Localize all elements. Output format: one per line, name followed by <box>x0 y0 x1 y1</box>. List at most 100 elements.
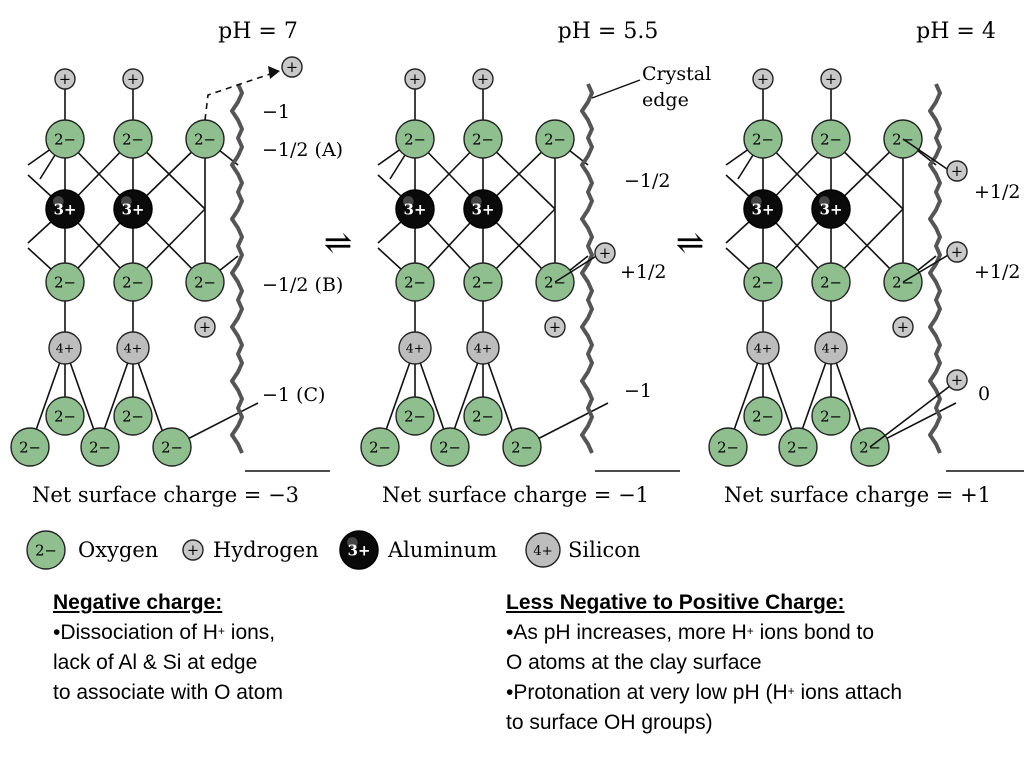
aluminum-symbol: 3+ <box>472 201 495 218</box>
oxygen-atom-body <box>10 427 50 467</box>
oxygen-atom-body <box>185 262 225 302</box>
crystal-edge-line <box>580 83 594 454</box>
hydrogen-atom-body <box>946 160 968 182</box>
legend-label: Silicon <box>568 538 640 562</box>
legend-aluminum-icon: 3+ <box>339 530 379 570</box>
oxygen-symbol: 2− <box>404 408 426 425</box>
dissociation-arrowhead <box>268 66 280 79</box>
hydrogen-atom-body <box>182 539 204 561</box>
oxygen-atom: 2− <box>463 396 503 436</box>
panel-3: ++2−2−2−3+3+2−2−2−4+4+2−2−2−2−2−+pH = 4+… <box>708 19 1024 507</box>
aluminum-highlight <box>403 196 414 207</box>
ph-label: pH = 7 <box>218 19 298 44</box>
hydrogen-atom: + <box>404 68 426 90</box>
legend-label: Aluminum <box>387 538 497 562</box>
oxygen-atom-body <box>463 262 503 302</box>
oxygen-atom: 2− <box>463 119 503 159</box>
caption-right-line1-end: ions bond to <box>753 621 875 644</box>
charge-label-b: +1/2 <box>620 261 667 283</box>
oxygen-atom-body <box>535 119 575 159</box>
silicon-atom-body <box>398 331 432 365</box>
oxygen-atom-body <box>743 396 783 436</box>
oxygen-atom-body <box>45 119 85 159</box>
oxygen-symbol: 2− <box>820 274 842 291</box>
oxygen-atom-body <box>113 119 153 159</box>
oxygen-atom: 2− <box>360 427 400 467</box>
oxygen-atom: 2− <box>502 427 542 467</box>
oxygen-atom: 2− <box>45 396 85 436</box>
caption-right-line1-sup: + <box>746 624 754 638</box>
silicon-atom-body <box>466 331 500 365</box>
oxygen-symbol: 2− <box>439 439 461 456</box>
silicon-atom-body <box>48 331 82 365</box>
caption-right-line1: •As pH increases, more H+ ions bond to <box>506 618 902 648</box>
oxygen-atom: 2− <box>708 427 748 467</box>
charge-label-c: −1 <box>624 380 652 402</box>
oxygen-symbol: 2− <box>122 131 144 148</box>
silicon-symbol: 4+ <box>56 340 74 355</box>
oxygen-atom-body <box>152 427 192 467</box>
aluminum-symbol: 3+ <box>752 201 775 218</box>
oxygen-atom-body <box>502 427 542 467</box>
oxygen-symbol: 2− <box>35 542 57 559</box>
silicon-symbol: 4+ <box>474 340 492 355</box>
oxygen-symbol: 2− <box>472 131 494 148</box>
aluminum-atom: 3+ <box>113 189 153 229</box>
oxygen-atom: 2− <box>463 262 503 302</box>
hydrogen-symbol: + <box>549 320 561 336</box>
hydrogen-symbol: + <box>951 373 963 389</box>
hydrogen-atom: + <box>122 68 144 90</box>
hydrogen-atom-body <box>820 68 842 90</box>
aluminum-highlight <box>53 196 64 207</box>
oxygen-atom-body <box>708 427 748 467</box>
caption-left-line1-end: ions, <box>224 621 276 644</box>
oxygen-atom: 2− <box>811 262 851 302</box>
oxygen-symbol: 2− <box>369 439 391 456</box>
oxygen-symbol: 2− <box>404 274 426 291</box>
legend-label: Hydrogen <box>213 538 319 562</box>
hydrogen-symbol: + <box>187 543 199 559</box>
oxygen-atom-body <box>430 427 470 467</box>
oxygen-atom: 2− <box>811 396 851 436</box>
caption-right-line4: to surface OH groups) <box>506 711 713 734</box>
legend-item-aluminum: 3+ Aluminum <box>339 530 497 570</box>
legend-hydrogen-icon: + <box>182 539 204 561</box>
oxygen-atom-body <box>811 396 851 436</box>
crystal-edge-line <box>928 83 942 454</box>
oxygen-symbol: 2− <box>544 131 566 148</box>
hydrogen-symbol: + <box>599 246 611 262</box>
hydrogen-symbol: + <box>409 72 421 88</box>
hydrogen-symbol: + <box>127 72 139 88</box>
silicon-atom: 4+ <box>746 331 780 365</box>
caption-right-line3-sup: + <box>787 684 795 698</box>
oxygen-atom-body <box>743 119 783 159</box>
oxygen-atom-body <box>778 427 818 467</box>
ph-label: pH = 5.5 <box>558 19 659 44</box>
legend-item-hydrogen: + Hydrogen <box>182 538 319 562</box>
oxygen-symbol: 2− <box>54 408 76 425</box>
panel-1: ++2−2−2−3+3+2−2−2−4+4+2−2−2−2−2−+pH = 7+… <box>10 19 343 507</box>
oxygen-atom-body <box>80 427 120 467</box>
caption-left-line3: to associate with O atom <box>53 681 283 704</box>
hydrogen-atom: + <box>54 68 76 90</box>
hydrogen-atom-bonded: + <box>946 369 968 391</box>
charge-label: −1 <box>262 101 290 123</box>
oxygen-atom: 2− <box>743 262 783 302</box>
equilibrium-arrow-2: ⇌ <box>676 223 705 263</box>
oxygen-atom: 2− <box>10 427 50 467</box>
oxygen-atom: 2− <box>778 427 818 467</box>
hydrogen-atom: + <box>752 68 774 90</box>
silicon-symbol: 4+ <box>754 340 772 355</box>
oxygen-atom-body <box>360 427 400 467</box>
silicon-atom-body <box>814 331 848 365</box>
hydrogen-atom-body <box>54 68 76 90</box>
oxygen-symbol: 2− <box>787 439 809 456</box>
aluminum-atom: 3+ <box>811 189 851 229</box>
caption-right-line3-end: ions attach <box>794 681 903 704</box>
caption-positive-charge: Less Negative to Positive Charge: •As pH… <box>506 588 902 738</box>
aluminum-symbol: 3+ <box>122 201 145 218</box>
hydrogen-atom-body <box>194 316 216 338</box>
aluminum-atom: 3+ <box>45 189 85 229</box>
oxygen-atom: 2− <box>80 427 120 467</box>
hydrogen-atom-body <box>122 68 144 90</box>
